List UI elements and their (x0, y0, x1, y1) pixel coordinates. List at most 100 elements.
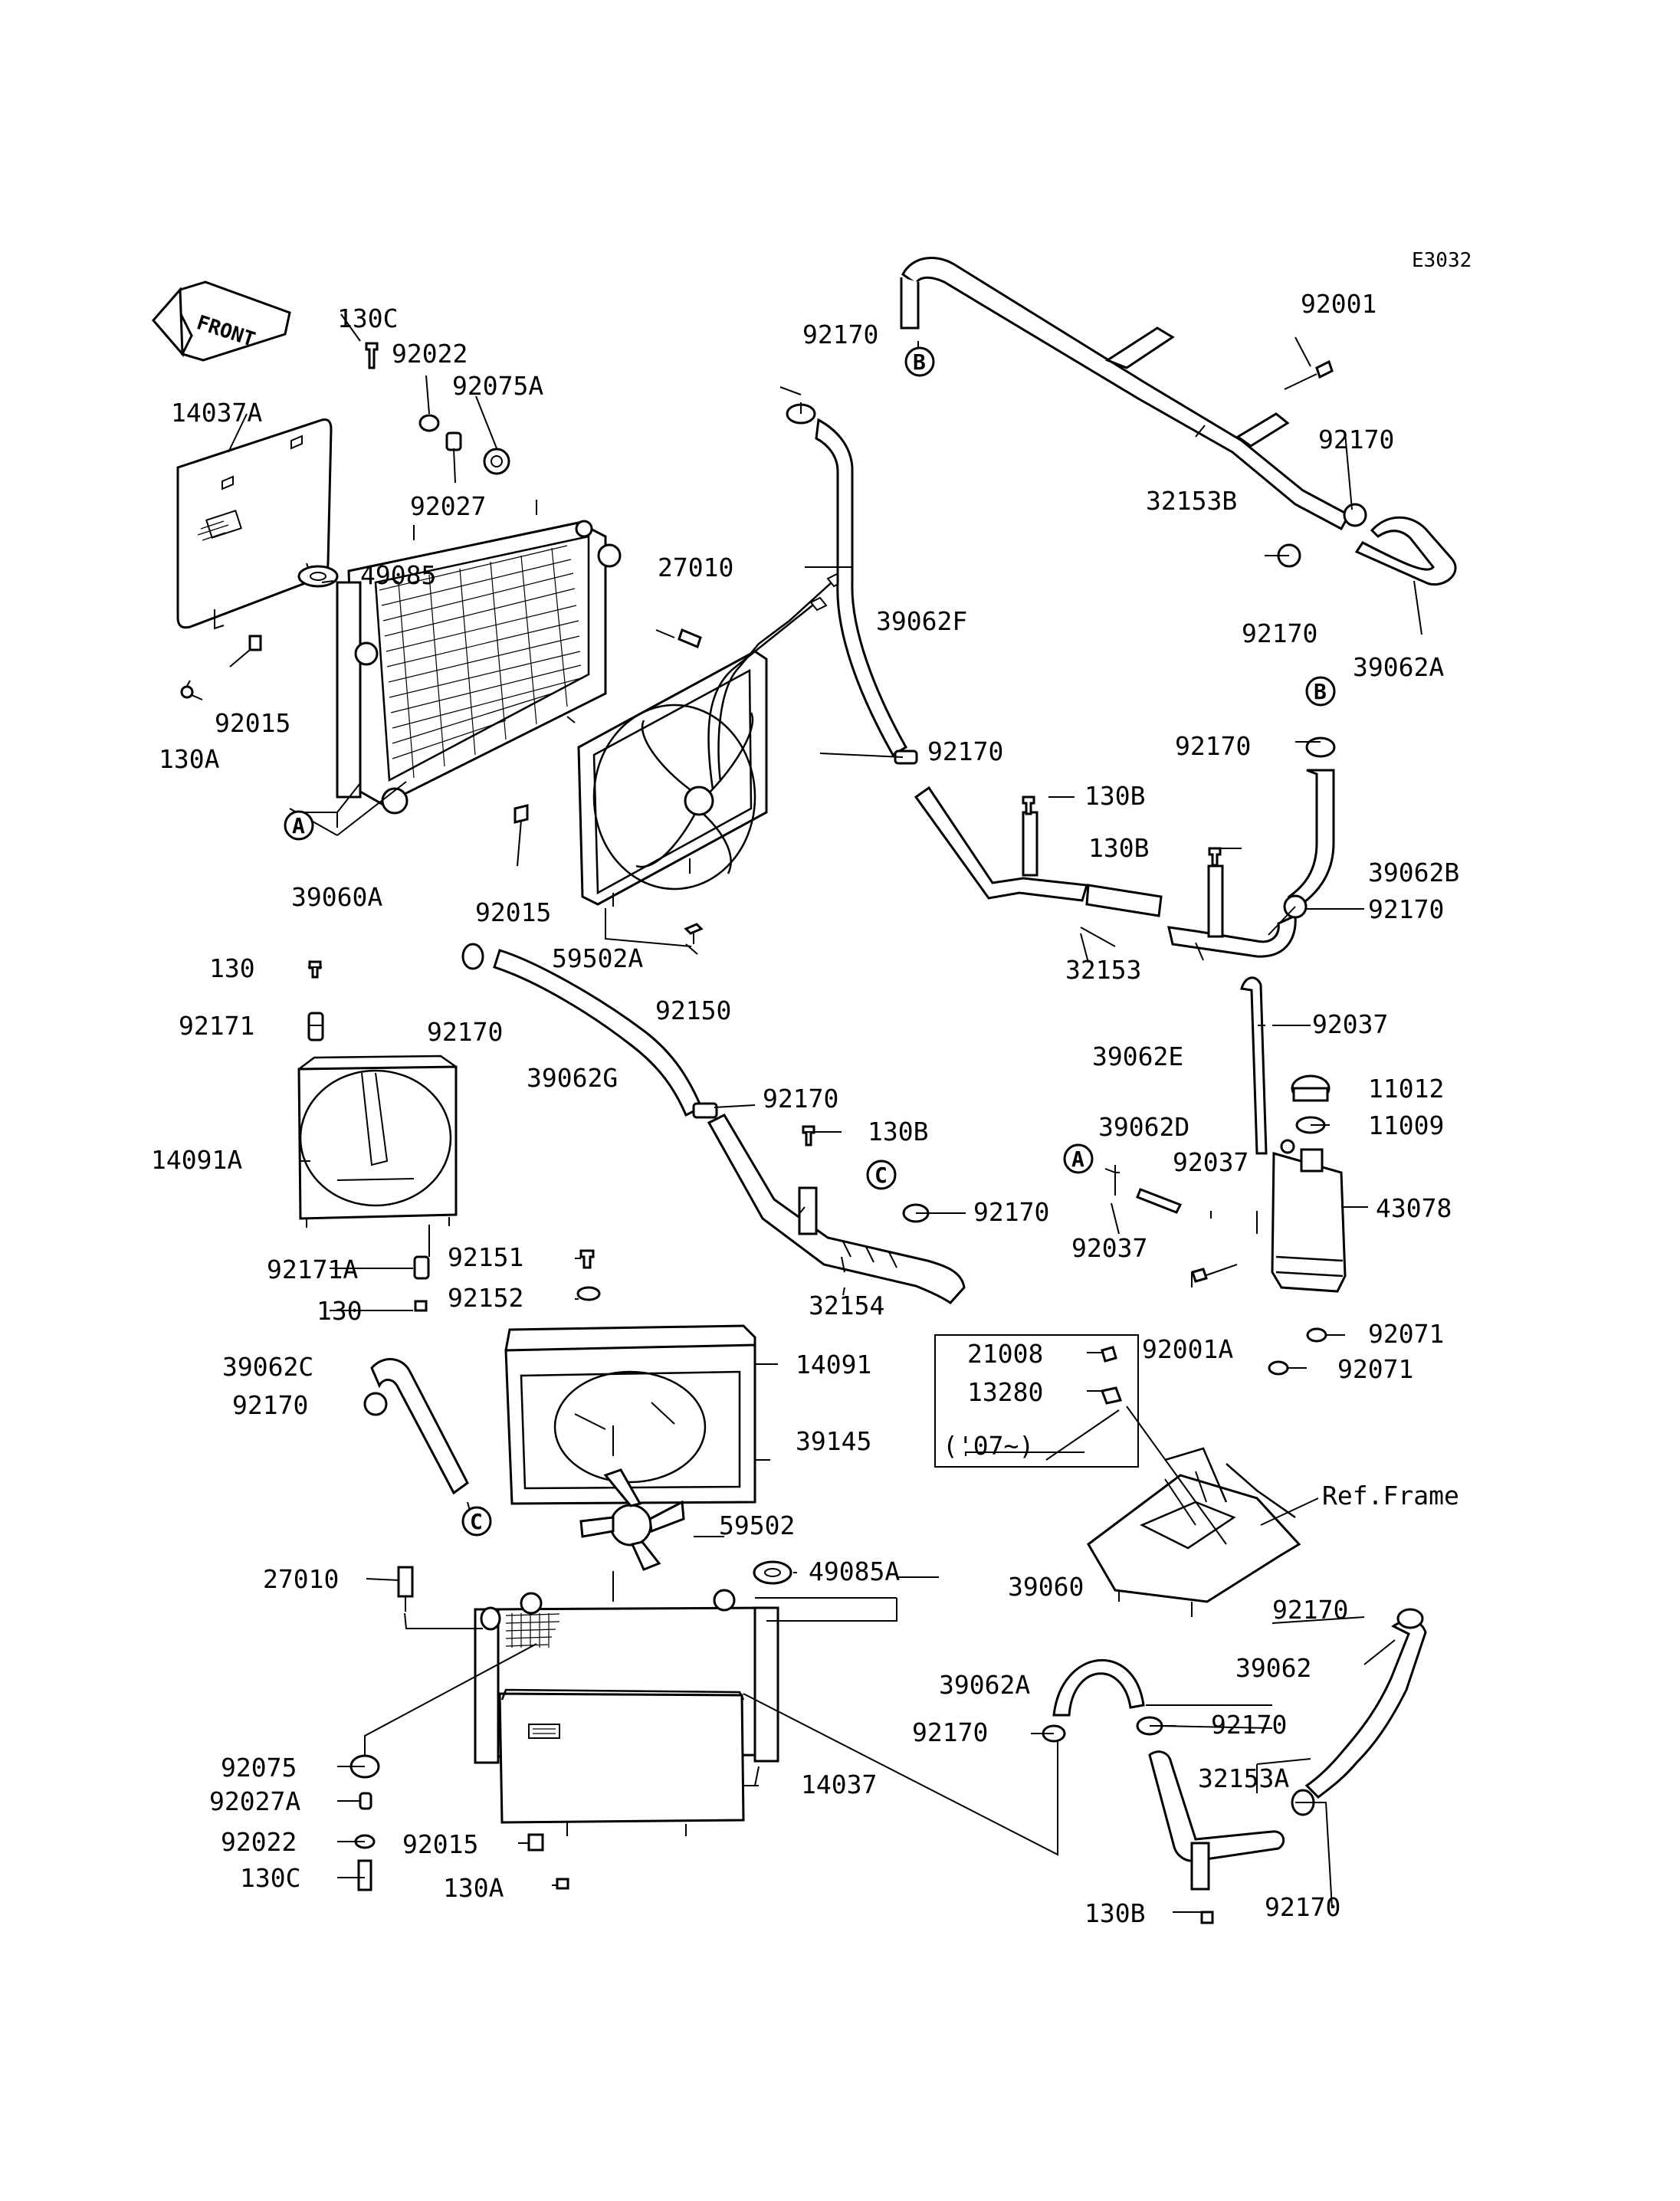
marker-C-1: C (866, 1160, 897, 1190)
sensor-27010-b (397, 1566, 414, 1612)
label-39062A-b: 39062A (939, 1670, 1030, 1700)
svg-text:B: B (1314, 679, 1327, 704)
label-130B-4: 130B (1084, 1898, 1145, 1928)
shroud-14091A (297, 1055, 458, 1228)
label-32153A: 32153A (1198, 1763, 1289, 1793)
label-14037: 14037 (801, 1770, 877, 1799)
marker-A-2: A (1063, 1143, 1094, 1174)
inset-box (934, 1334, 1139, 1468)
bracket-21008 (1101, 1346, 1117, 1363)
marker-A-1: A (284, 810, 314, 841)
bolt-130B-2 (1208, 847, 1222, 867)
label-39062D: 39062D (1098, 1112, 1189, 1142)
label-92022-b: 92022 (221, 1827, 297, 1857)
clamp-92170-5 (1305, 736, 1336, 758)
clip-92015-b (514, 804, 529, 824)
label-11012: 11012 (1368, 1074, 1444, 1104)
label-130C-top: 130C (337, 303, 398, 333)
label-11009: 11009 (1368, 1110, 1444, 1140)
label-92170-5: 92170 (1175, 731, 1251, 761)
collar-92027 (445, 431, 462, 451)
label-92075: 92075 (221, 1753, 297, 1783)
label-92037-3: 92037 (1071, 1233, 1147, 1263)
pipe-32153 (914, 786, 1297, 958)
radiator-39060A (336, 500, 622, 815)
svg-text:A: A (1071, 1146, 1084, 1172)
clamp-92170-3 (1343, 503, 1367, 527)
label-92170-3: 92170 (1318, 425, 1394, 454)
label-92170-2: 92170 (927, 736, 1003, 766)
label-92075A: 92075A (452, 371, 543, 401)
label-27010-top: 27010 (658, 553, 733, 582)
shroud-39145 (504, 1343, 756, 1505)
label-92015-a: 92015 (215, 708, 290, 738)
bolt-130C-top (365, 342, 379, 369)
label-49085A: 49085A (809, 1556, 900, 1586)
svg-text:A: A (292, 813, 305, 838)
hose-39062C (370, 1358, 469, 1495)
label-92001A: 92001A (1142, 1334, 1233, 1364)
label-59502: 59502 (719, 1511, 795, 1540)
label-92150: 92150 (655, 996, 731, 1025)
label-92170-14: 92170 (1265, 1892, 1340, 1922)
label-27010-b: 27010 (263, 1564, 339, 1594)
label-49085: 49085 (360, 560, 436, 590)
sensor-27010-top (655, 628, 702, 649)
label-130: 130 (209, 953, 255, 983)
tank-43078 (1271, 1139, 1347, 1293)
cap-49085A (753, 1560, 792, 1585)
label-39062E: 39062E (1092, 1041, 1183, 1071)
bracket-13280 (1100, 1386, 1123, 1405)
bolt-130B-4 (1200, 1911, 1214, 1924)
label-130C-b: 130C (240, 1863, 300, 1893)
washer-92152 (576, 1286, 601, 1301)
label-130B-3: 130B (868, 1117, 928, 1146)
label-14037A: 14037A (171, 398, 262, 428)
bolt-92151 (579, 1249, 595, 1269)
grommet-92071-2 (1268, 1360, 1289, 1376)
label-43078: 43078 (1376, 1193, 1452, 1223)
label-92170-4: 92170 (1242, 618, 1317, 648)
marker-B-1: B (904, 346, 935, 377)
hose-39062B (1287, 769, 1335, 907)
marker-C-2: C (461, 1506, 492, 1537)
label-130B-1: 130B (1084, 781, 1145, 811)
label-130B-2: 130B (1088, 833, 1149, 863)
label-92170-8: 92170 (763, 1084, 838, 1114)
label-92015-b: 92015 (475, 897, 551, 927)
bolt-130B-1 (1022, 795, 1035, 815)
label-59502A: 59502A (552, 943, 643, 973)
hose-39062A-b (1052, 1658, 1145, 1717)
bushing-92171A (413, 1255, 430, 1280)
bolt-92001 (1284, 359, 1334, 390)
clip-92015-a (248, 635, 262, 651)
label-39145: 39145 (796, 1426, 871, 1456)
label-39062: 39062 (1235, 1653, 1311, 1683)
cap-49085 (297, 565, 339, 588)
fan-assembly-59502A (577, 572, 845, 907)
collar-92171 (307, 1012, 324, 1041)
bolt-92150 (684, 923, 704, 944)
front-arrow-icon: FRONT (152, 280, 291, 362)
svg-text:C: C (874, 1163, 888, 1188)
frame-ref (1087, 1447, 1301, 1617)
label-39060A: 39060A (291, 882, 382, 912)
pipe-32153A (1148, 1750, 1285, 1891)
label-92171: 92171 (179, 1011, 254, 1041)
label-92170-7: 92170 (427, 1017, 503, 1047)
grille-14037A (176, 418, 333, 630)
label-39062B: 39062B (1368, 858, 1459, 887)
label-130-b: 130 (317, 1296, 363, 1326)
label-39062F: 39062F (876, 606, 967, 636)
label-130A-top: 130A (159, 744, 220, 774)
label-13280: 13280 (967, 1377, 1043, 1407)
svg-text:B: B (913, 349, 926, 375)
label-32153B: 32153B (1146, 486, 1237, 516)
label-92022-top: 92022 (392, 339, 468, 369)
label-92015-c: 92015 (402, 1829, 478, 1859)
bolt-130-b (414, 1300, 428, 1312)
label-14091A: 14091A (151, 1145, 242, 1175)
label-39062A-top: 39062A (1353, 652, 1444, 682)
label-92171A: 92171A (267, 1255, 358, 1284)
clamp-92170-11 (1396, 1608, 1424, 1629)
